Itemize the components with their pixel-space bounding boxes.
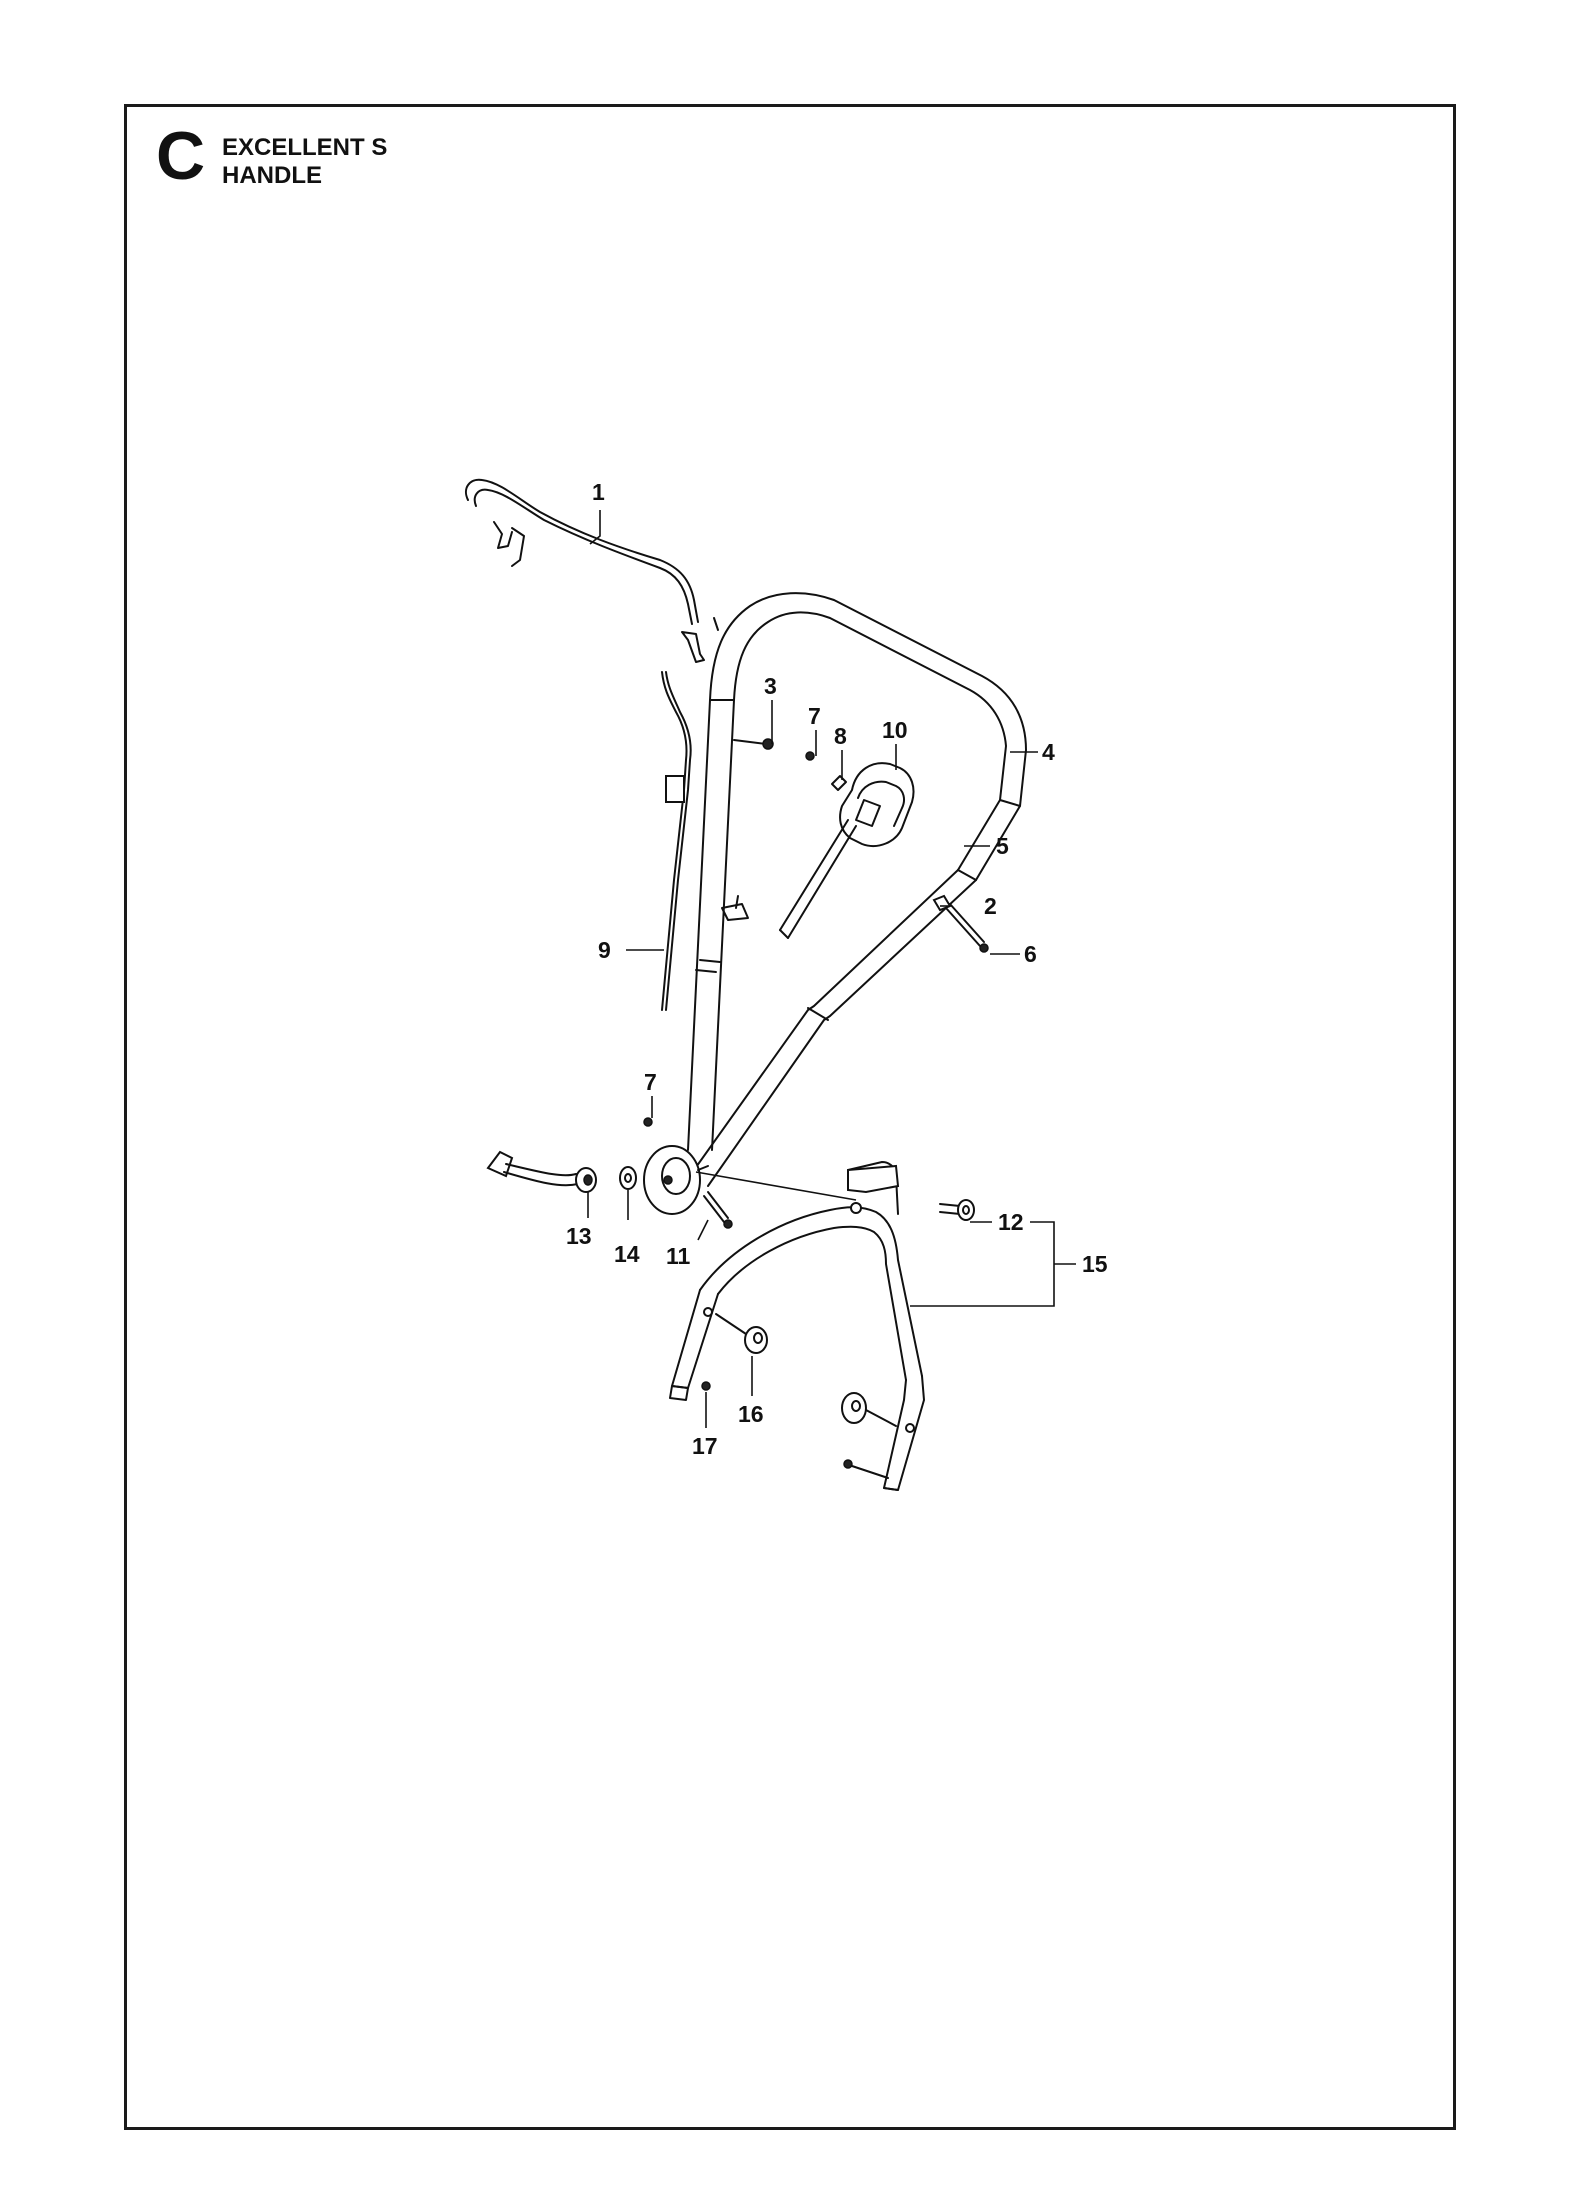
handle-clips bbox=[721, 895, 749, 921]
callout-11: 11 bbox=[666, 1243, 691, 1269]
callout-9: 9 bbox=[598, 937, 611, 963]
section-title: EXCELLENT S HANDLE bbox=[222, 134, 387, 190]
part-13-knob bbox=[486, 1150, 597, 1193]
part-1-control-bail bbox=[464, 478, 719, 663]
callout-3: 3 bbox=[764, 673, 777, 699]
callout-6: 6 bbox=[1024, 941, 1037, 967]
part-10-switch-housing bbox=[779, 762, 915, 939]
title-assembly: HANDLE bbox=[222, 162, 322, 189]
part-14-washer bbox=[619, 1166, 637, 1190]
callout-8: 8 bbox=[834, 723, 847, 749]
part-3-screw bbox=[733, 738, 774, 750]
callout-12: 12 bbox=[998, 1209, 1024, 1235]
title-model: EXCELLENT S bbox=[222, 134, 388, 161]
callout-7-lower: 7 bbox=[644, 1069, 657, 1095]
part-12-bolt bbox=[939, 1199, 975, 1221]
callout-7-top: 7 bbox=[808, 703, 821, 729]
part-8-washer bbox=[831, 775, 847, 791]
handle-hub-disc bbox=[643, 1145, 709, 1215]
part-15-lower-handle bbox=[669, 1161, 925, 1491]
callout-5: 5 bbox=[996, 833, 1009, 859]
part-7-nut-lower bbox=[643, 1117, 653, 1127]
part-16-washer bbox=[715, 1313, 897, 1427]
callout-16: 16 bbox=[738, 1401, 764, 1427]
callout-2: 2 bbox=[984, 893, 997, 919]
callout-13: 13 bbox=[566, 1223, 592, 1249]
part-6-bolt bbox=[945, 903, 989, 953]
section-letter: C bbox=[156, 118, 206, 194]
part-11-screw bbox=[703, 1191, 733, 1229]
part-17-nut bbox=[701, 1381, 889, 1479]
part-4-upper-handle bbox=[687, 592, 1027, 1187]
callout-15: 15 bbox=[1082, 1251, 1108, 1277]
leader-lines bbox=[587, 510, 1076, 1428]
part-7-nut-top bbox=[805, 751, 815, 761]
part-2-bushing bbox=[932, 894, 952, 912]
callout-14: 14 bbox=[614, 1241, 640, 1267]
callout-17: 17 bbox=[692, 1433, 718, 1459]
callout-1: 1 bbox=[592, 479, 605, 505]
callout-4: 4 bbox=[1042, 739, 1055, 765]
page-frame bbox=[124, 104, 1456, 2130]
part-9-cable bbox=[661, 671, 692, 1011]
callout-10: 10 bbox=[882, 717, 908, 743]
